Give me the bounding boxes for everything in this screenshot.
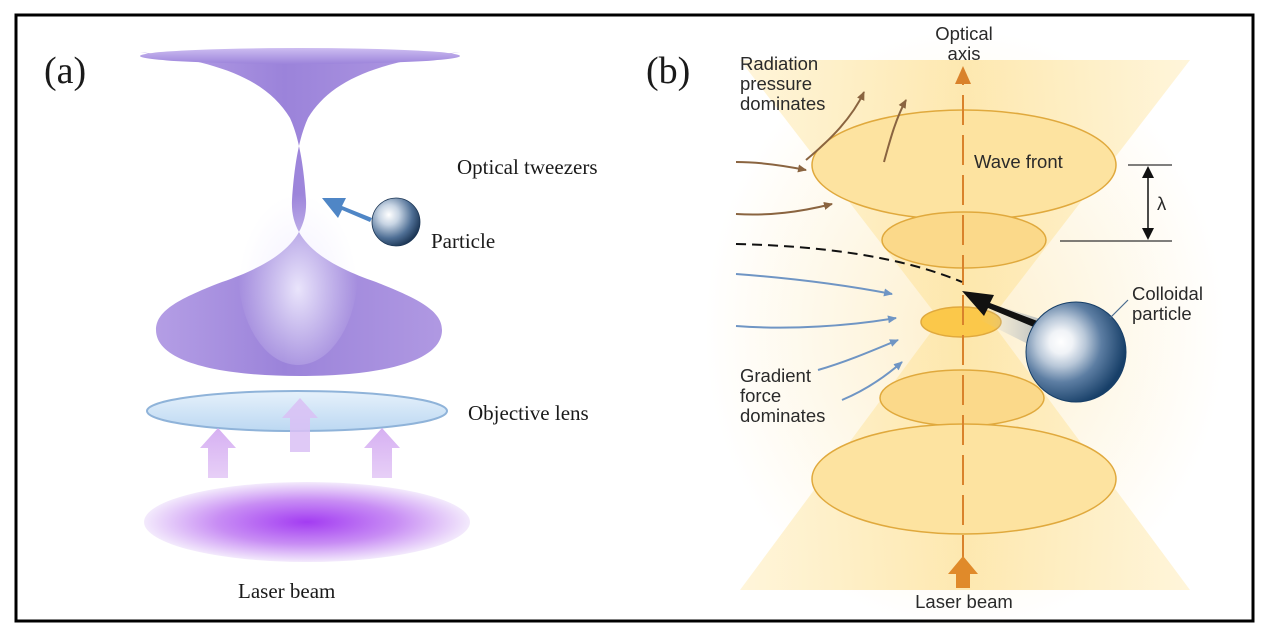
gradient-label-line1: Gradient [740, 365, 811, 386]
lambda-arrow-bottom [1142, 228, 1154, 240]
optical-axis-label-line2: axis [948, 43, 981, 64]
light-up-arrow-center [282, 398, 318, 452]
colloidal-label-line1: Colloidal [1132, 283, 1203, 304]
objective-lens-label: Objective lens [468, 401, 589, 425]
tweezer-beam-top [140, 48, 460, 64]
laser-beam-label-a: Laser beam [238, 579, 335, 603]
particle-trajectory [735, 243, 963, 283]
gradient-label-line3: dominates [740, 405, 825, 426]
optical-tweezers-label: Optical tweezers [457, 155, 598, 179]
laser-beam-disk [144, 482, 470, 562]
particle-force-arrow [322, 198, 372, 222]
optical-axis-arrowhead [955, 66, 971, 84]
gradient-arrow-2 [735, 315, 897, 329]
optical-axis-label-line1: Optical [935, 23, 993, 44]
radiation-label-line3: dominates [740, 93, 825, 114]
laser-beam-label-b: Laser beam [915, 591, 1013, 612]
gradient-arrow-4 [841, 361, 903, 401]
radiation-arrow-1 [805, 91, 865, 161]
radiation-label-line1: Radiation [740, 53, 818, 74]
laser-beam-arrow-b [948, 556, 978, 588]
radiation-label-line2: pressure [740, 73, 812, 94]
radiation-arrow-2 [883, 99, 907, 163]
colloidal-particle-sphere [1025, 301, 1127, 403]
gradient-label-line2: force [740, 385, 781, 406]
lambda-arrow-top [1142, 166, 1154, 178]
tweezer-beam-glow [238, 175, 358, 365]
gradient-arrow-1 [735, 273, 893, 297]
panel-b: (b) Optical axis Radiation pressure domi… [646, 23, 1225, 630]
lambda-label: λ [1157, 193, 1167, 214]
radiation-arrow-3 [735, 161, 807, 173]
colloidal-label-line2: particle [1132, 303, 1192, 324]
panel-a-label: (a) [44, 50, 86, 92]
light-up-arrow-left [200, 428, 236, 478]
light-up-arrow-right [364, 428, 400, 478]
panel-b-label: (b) [646, 50, 690, 92]
particle-sphere [371, 197, 421, 247]
gradient-arrow-3 [817, 339, 899, 371]
particle-label: Particle [431, 229, 495, 253]
radiation-arrow-4 [735, 202, 833, 216]
particle-force-arrow-b [962, 291, 1040, 328]
panel-a: (a) Optical tweezers Particle Objective … [44, 48, 598, 603]
colloidal-leader-line [1109, 299, 1129, 319]
wave-front-label: Wave front [974, 151, 1063, 172]
